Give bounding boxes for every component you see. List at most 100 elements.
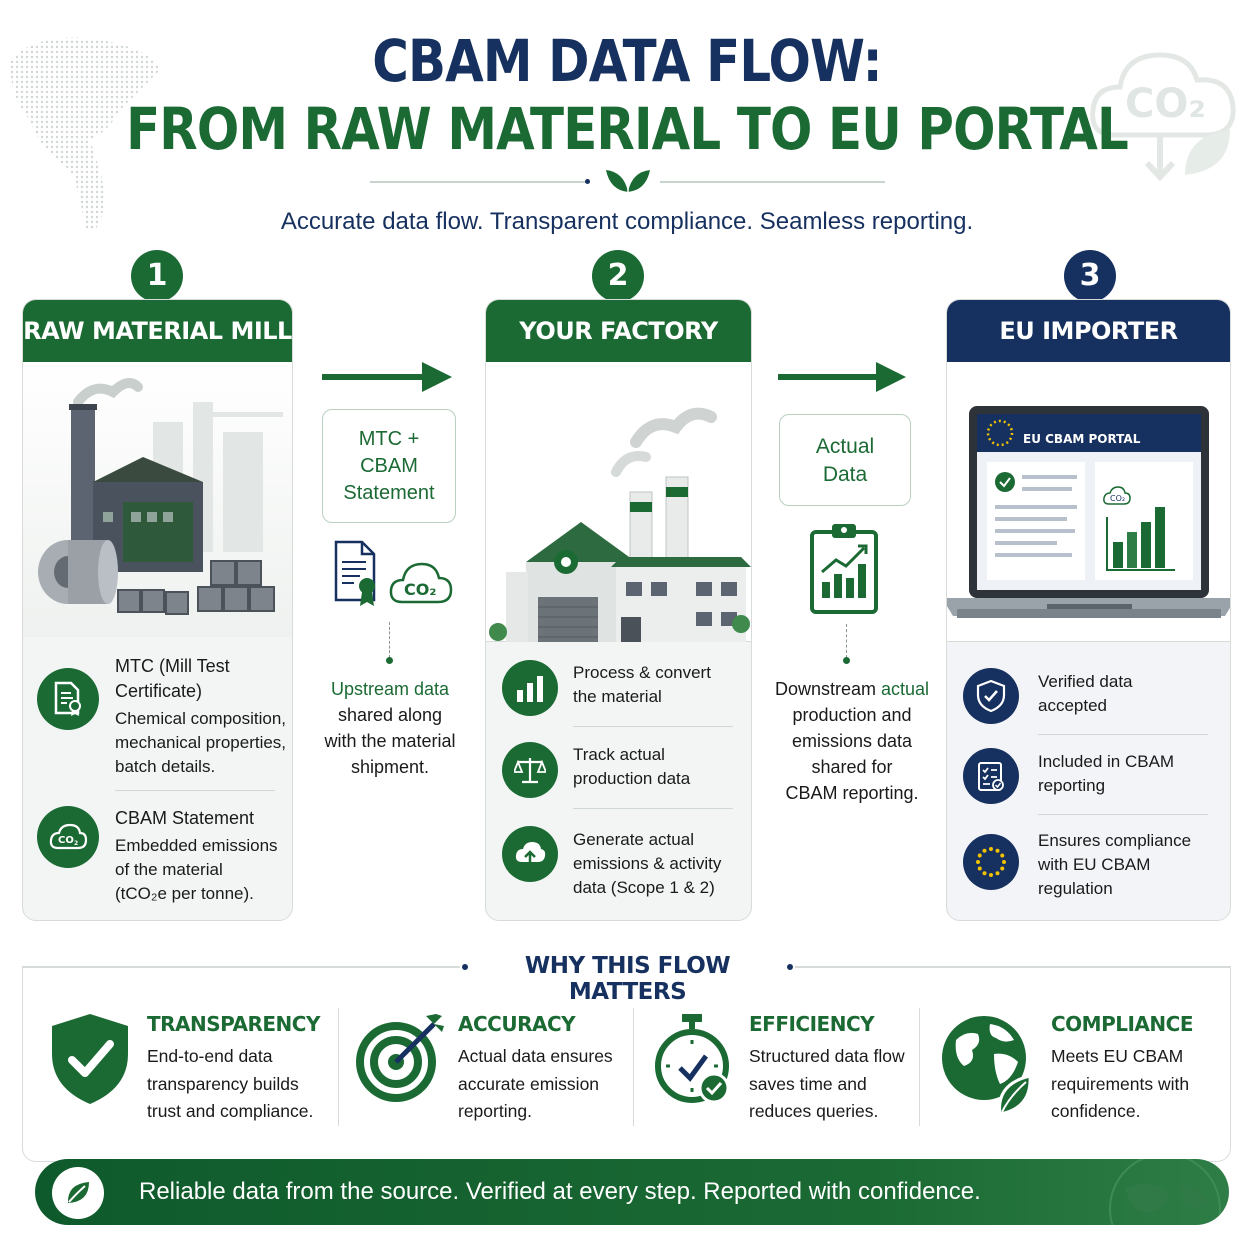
footer-leaf-icon bbox=[52, 1167, 104, 1219]
card-1-divider bbox=[115, 790, 275, 791]
title-divider-right bbox=[660, 181, 885, 183]
raw-material-mill-title: RAW MATERIAL MILL bbox=[23, 300, 292, 362]
shield-check-icon bbox=[963, 668, 1019, 724]
clipboard-chart-icon bbox=[810, 524, 878, 614]
why-efficiency-line-3: reduces queries. bbox=[749, 1101, 879, 1121]
mill-illustration-area bbox=[23, 362, 292, 637]
connector-co2-label: CO₂ bbox=[404, 580, 436, 599]
why-transparency-line-3: trust and compliance. bbox=[147, 1101, 314, 1121]
eu-star bbox=[989, 873, 993, 877]
card-2-divider-1 bbox=[573, 726, 733, 727]
eu-stars bbox=[976, 847, 1006, 877]
factory-item-3-line-3: data (Scope 1 & 2) bbox=[573, 878, 715, 897]
why-efficiency-line-1: Structured data flow bbox=[749, 1046, 905, 1066]
eu-star bbox=[995, 871, 1000, 876]
mtc-cbam-statement-box: MTC + CBAM Statement bbox=[322, 409, 456, 523]
mtc-desc-line-1: Chemical composition, bbox=[115, 709, 287, 728]
why-accuracy-title: ACCURACY bbox=[458, 1012, 576, 1036]
why-compliance-line-2: requirements with bbox=[1051, 1074, 1190, 1094]
laptop-illustration: CO₂ bbox=[947, 406, 1230, 618]
mtc-desc-line-3: batch details. bbox=[115, 757, 216, 776]
why-accuracy-line-1: Actual data ensures bbox=[458, 1046, 613, 1066]
raw-material-mill-card: RAW MATERIAL MILL MTC bbox=[22, 299, 293, 921]
why-section-title: WHY THIS FLOW MATTERS bbox=[524, 953, 731, 1005]
why-transparency-title: TRANSPARENCY bbox=[147, 1012, 320, 1036]
title-line-1: CBAM DATA FLOW: bbox=[372, 27, 882, 95]
connector-2-dashed-line bbox=[846, 624, 847, 658]
document-badge-icon bbox=[334, 540, 376, 606]
connector-1-desc-line-1: Upstream data bbox=[330, 679, 450, 699]
footer-globe-decoration bbox=[1109, 1159, 1221, 1225]
connector-1-dot bbox=[386, 657, 393, 664]
svg-text:CO: CO bbox=[58, 835, 74, 846]
why-frame-top-left bbox=[22, 966, 460, 968]
card-3-divider-2 bbox=[1038, 814, 1208, 815]
title-divider-left bbox=[370, 181, 585, 183]
factory-item-2-line-1: Track actual bbox=[573, 745, 665, 764]
factory-item-2-line-2: production data bbox=[573, 769, 691, 788]
eu-star bbox=[977, 853, 982, 858]
mtc-desc-line-2: mechanical properties, bbox=[115, 733, 287, 752]
connector-2-desc-line-3: emissions data bbox=[791, 731, 913, 751]
laptop-area: CO₂ EU CBAM PORTAL bbox=[947, 362, 1230, 642]
factory-illustration-area bbox=[486, 362, 751, 652]
factory-item-1-line-1: Process & convert bbox=[573, 663, 711, 682]
why-dot-left bbox=[462, 964, 468, 970]
bar-chart-icon bbox=[502, 660, 558, 716]
portal-item-1-line-1: Verified data bbox=[1038, 672, 1133, 691]
connector-2-desc-line-4: shared for bbox=[811, 757, 893, 777]
why-separator-2 bbox=[633, 1008, 634, 1126]
eu-star bbox=[995, 848, 1000, 853]
portal-item-3-line-2: with EU CBAM bbox=[1038, 855, 1151, 874]
why-transparency-line-2: transparency builds bbox=[147, 1074, 299, 1094]
why-separator-3 bbox=[919, 1008, 920, 1126]
why-compliance-title: COMPLIANCE bbox=[1051, 1012, 1193, 1036]
connector-2-desc-line-1: Downstream actual bbox=[762, 676, 942, 702]
divider-dot bbox=[585, 179, 590, 184]
eu-star bbox=[977, 866, 982, 871]
footer-banner bbox=[35, 1159, 1229, 1225]
why-compliance-line-3: confidence. bbox=[1051, 1101, 1141, 1121]
connector-1-box-line-3: Statement bbox=[343, 482, 435, 504]
why-transparency-line-1: End-to-end data bbox=[147, 1046, 273, 1066]
factory-item-3-line-2: emissions & activity bbox=[573, 854, 722, 873]
eu-star bbox=[982, 871, 987, 876]
connector-2-desc-line-5: CBAM reporting. bbox=[785, 783, 919, 803]
connector-2-box-line-2: Data bbox=[822, 463, 868, 486]
connector-1-desc-line-2: shared along bbox=[337, 705, 443, 725]
your-factory-card: YOUR FACTORY Process & convert the m bbox=[485, 299, 752, 921]
scale-icon bbox=[502, 742, 558, 798]
connector-1-desc-line-3: with the material bbox=[324, 731, 456, 751]
connector-1-desc-line-4: shipment. bbox=[350, 757, 430, 777]
svg-text:2: 2 bbox=[74, 840, 78, 847]
why-accuracy-line-3: reporting. bbox=[458, 1101, 532, 1121]
steel-mill-illustration bbox=[38, 378, 283, 615]
connector-2-desc-line-2: production and bbox=[792, 705, 912, 725]
leaf-icon bbox=[606, 170, 650, 192]
portal-item-2-line-1: Included in CBAM bbox=[1038, 752, 1175, 771]
why-accuracy-line-2: accurate emission bbox=[458, 1074, 600, 1094]
step-1-badge: 1 bbox=[131, 250, 183, 302]
eu-star bbox=[1002, 860, 1006, 864]
connector-1-dashed-line bbox=[389, 622, 390, 658]
title-line-2: FROM RAW MATERIAL TO EU PORTAL bbox=[126, 95, 1129, 163]
eu-importer-portal-title: EU IMPORTER PORTAL bbox=[947, 300, 1230, 407]
eu-star bbox=[976, 860, 980, 864]
eu-star bbox=[989, 847, 993, 851]
step-2-badge: 2 bbox=[592, 250, 644, 302]
world-map-dots-decoration bbox=[10, 37, 160, 230]
factory-item-3-line-1: Generate actual bbox=[573, 830, 694, 849]
connector-2-dot bbox=[843, 657, 850, 664]
co2-cloud-outline-icon: CO₂ bbox=[389, 562, 453, 604]
card-2-divider-2 bbox=[573, 808, 733, 809]
factory-item-1-line-2: the material bbox=[573, 687, 662, 706]
eu-star bbox=[982, 848, 987, 853]
why-frame-top-right bbox=[795, 966, 1231, 968]
arrow-right-2 bbox=[778, 362, 906, 392]
cloud-upload-icon bbox=[502, 826, 558, 882]
arrow-right-1 bbox=[322, 362, 452, 392]
portal-item-1-line-2: accepted bbox=[1038, 696, 1107, 715]
actual-data-box: Actual Data bbox=[779, 414, 911, 506]
portal-item-3-line-3: regulation bbox=[1038, 879, 1113, 898]
